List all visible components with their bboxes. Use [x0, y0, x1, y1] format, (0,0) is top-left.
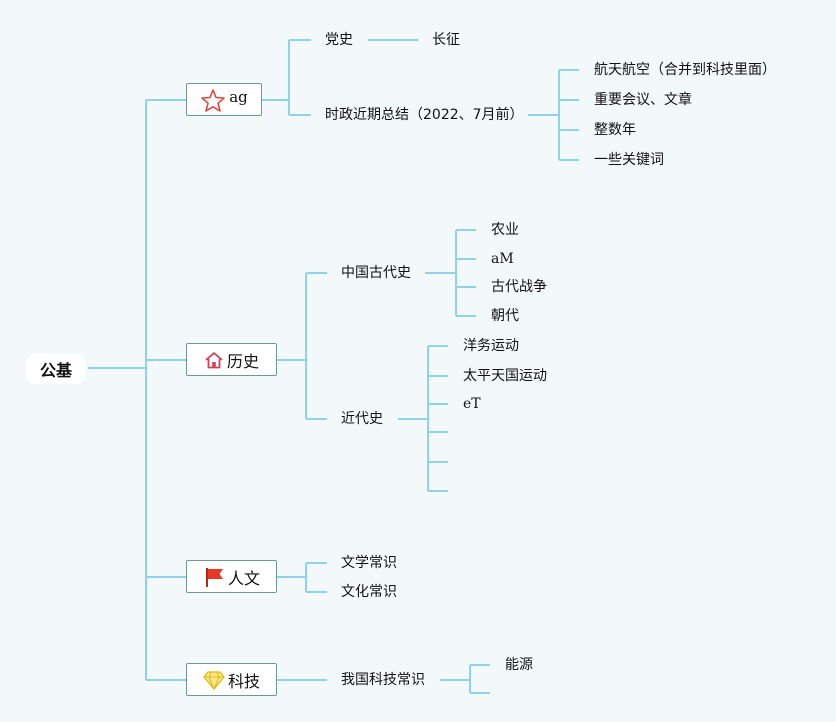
- node-tech-item[interactable]: 能源: [505, 657, 533, 673]
- node-modern-item[interactable]: eT: [463, 396, 481, 412]
- topic-humanities[interactable]: 人文: [186, 560, 277, 593]
- node-ancient-item[interactable]: aM: [491, 251, 514, 267]
- node-ancient-history[interactable]: 中国古代史: [341, 265, 411, 281]
- node-tech-knowledge[interactable]: 我国科技常识: [341, 672, 425, 688]
- node-modern-item[interactable]: 洋务运动: [463, 338, 519, 354]
- node-politics-item[interactable]: 航天航空（合并到科技里面）: [594, 62, 776, 78]
- node-ancient-item[interactable]: 古代战争: [491, 279, 547, 295]
- topic-tech[interactable]: 科技: [186, 663, 277, 696]
- topic-label: 人文: [227, 568, 260, 588]
- topic-label: 历史: [226, 351, 259, 371]
- node-modern-history[interactable]: 近代史: [341, 411, 383, 427]
- topic-history[interactable]: 历史: [186, 343, 277, 376]
- diamond-icon: [203, 670, 225, 690]
- node-ancient-item[interactable]: 朝代: [491, 308, 519, 324]
- topic-label: 科技: [227, 671, 260, 691]
- node-modern-item[interactable]: 太平天国运动: [463, 368, 547, 384]
- node-politics-summary[interactable]: 时政近期总结（2022、7月前）: [325, 107, 524, 123]
- star-icon: [200, 88, 226, 112]
- node-humanities-item[interactable]: 文化常识: [341, 584, 397, 600]
- topic-current-affairs[interactable]: ag: [186, 83, 262, 116]
- node-humanities-item[interactable]: 文学常识: [341, 555, 397, 571]
- node-ancient-item[interactable]: 农业: [491, 222, 519, 238]
- red-flag-icon: [203, 566, 225, 588]
- node-politics-item[interactable]: 重要会议、文章: [594, 92, 692, 108]
- topic-label: ag: [229, 87, 248, 106]
- node-long-march[interactable]: 长征: [432, 32, 460, 48]
- node-politics-item[interactable]: 一些关键词: [594, 152, 664, 168]
- node-party-history[interactable]: 党史: [325, 32, 353, 48]
- house-icon: [204, 351, 224, 369]
- root-node[interactable]: 公基: [26, 354, 86, 384]
- node-politics-item[interactable]: 整数年: [594, 122, 636, 138]
